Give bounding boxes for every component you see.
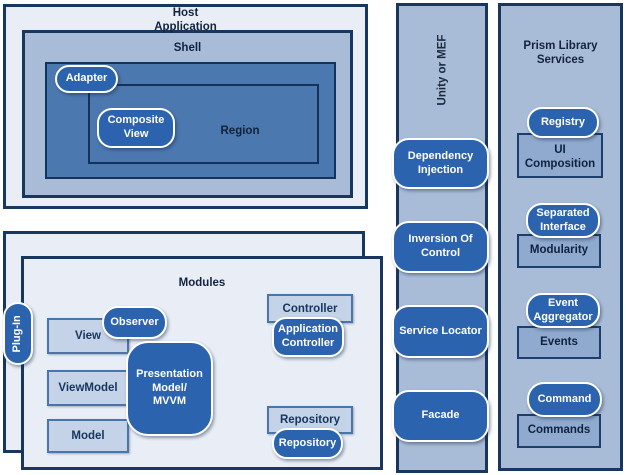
unity-mef-label: Unity or MEF	[435, 34, 448, 106]
shell-title: Shell	[173, 42, 202, 54]
facade-pill: Facade	[392, 390, 489, 442]
modules-title: Modules	[178, 277, 226, 289]
ui-composition-box: UI Composition	[517, 133, 603, 178]
viewmodel-box: ViewModel	[47, 370, 129, 406]
plug-in-pill: Plug-In	[3, 302, 33, 365]
dependency-injection-pill: Dependency Injection	[392, 138, 489, 189]
command-pill: Command	[527, 382, 602, 417]
region-label: Region	[220, 125, 260, 137]
registry-pill: Registry	[527, 107, 599, 138]
adapter-pill: Adapter	[55, 65, 118, 93]
inversion-of-control-pill: Inversion Of Control	[392, 221, 489, 273]
presentation-model-mvvm-pill: Presentation Model/ MVVM	[126, 341, 213, 436]
observer-pill: Observer	[102, 306, 167, 339]
service-locator-pill: Service Locator	[392, 305, 489, 358]
model-box: Model	[47, 419, 129, 453]
event-aggregator-pill: Event Aggregator	[526, 293, 600, 328]
application-controller-pill: Application Controller	[272, 317, 344, 357]
repository-pill: Repository	[272, 428, 343, 459]
commands-box: Commands	[517, 414, 601, 448]
host-application-title: Host Application	[154, 7, 217, 33]
separated-interface-pill: Separated Interface	[526, 203, 600, 238]
events-box: Events	[517, 326, 601, 359]
modularity-box: Modularity	[517, 234, 601, 268]
composite-view-pill: Composite View	[97, 108, 175, 148]
prism-services-title: Prism Library Services	[523, 40, 598, 66]
